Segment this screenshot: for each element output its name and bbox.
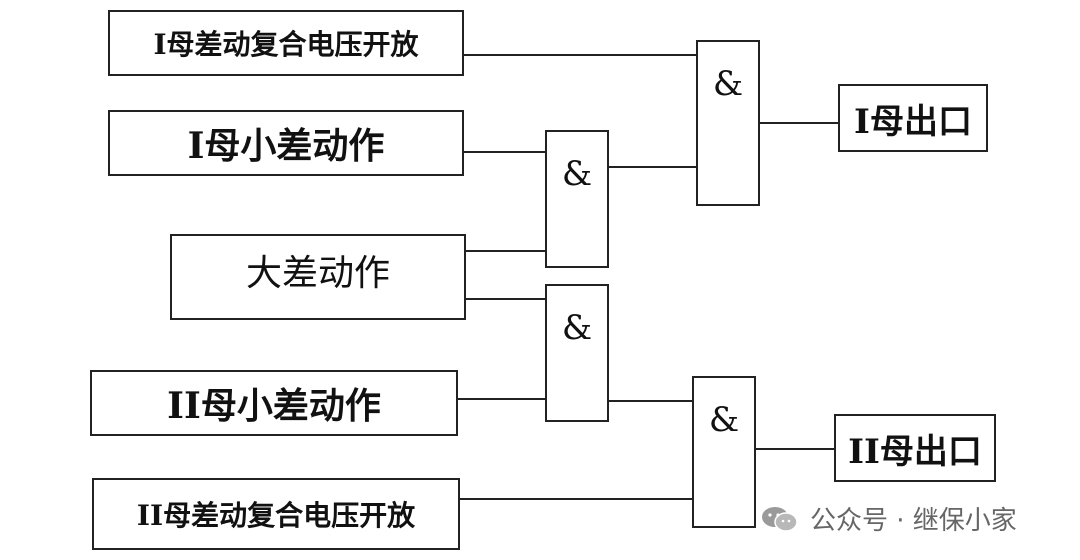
wire-large-diff-to-and-ii-small [466, 298, 545, 300]
wire-and-i-output-to-i-exit [760, 122, 838, 124]
wire-ii-voltage-to-and-ii-output [460, 498, 692, 500]
and-symbol: & [561, 308, 593, 348]
input-label: 大差动作 [245, 253, 390, 294]
input-ii-bus-voltage-open: II母差动复合电压开放 [92, 478, 460, 550]
wire-ii-small-to-and-ii-small [458, 398, 545, 400]
input-i-bus-small-diff: I母小差动作 [108, 110, 464, 176]
input-ii-bus-small-diff: II母小差动作 [90, 370, 458, 436]
watermark: 公众号 · 继保小家 [760, 500, 1017, 537]
and-gate-ii-output: & [692, 376, 756, 528]
watermark-text: 公众号 · 继保小家 [810, 506, 1017, 536]
input-label: I母差动复合电压开放 [153, 28, 419, 61]
input-i-bus-voltage-open: I母差动复合电压开放 [108, 10, 464, 76]
input-label: II母小差动作 [167, 385, 381, 427]
wire-i-small-to-and-i-small [464, 151, 545, 153]
wechat-icon [762, 506, 798, 532]
and-symbol: & [712, 64, 744, 104]
wire-large-diff-to-and-i-small [466, 250, 545, 252]
output-label: II母出口 [848, 431, 982, 472]
input-label: II母差动复合电压开放 [136, 499, 416, 532]
wire-and-i-small-to-and-i-output [609, 166, 696, 168]
wire-and-ii-small-to-and-ii-output [609, 400, 692, 402]
and-gate-i-small: & [545, 130, 609, 268]
input-label: I母小差动作 [187, 125, 385, 167]
and-symbol: & [561, 154, 593, 194]
and-symbol: & [708, 400, 740, 440]
output-i-bus-exit: I母出口 [838, 84, 988, 152]
wire-and-ii-output-to-ii-exit [756, 448, 834, 450]
input-large-diff: 大差动作 [170, 234, 466, 320]
wire-i-voltage-to-and-i-output [464, 54, 696, 56]
output-ii-bus-exit: II母出口 [834, 414, 996, 482]
and-gate-ii-small: & [545, 284, 609, 422]
and-gate-i-output: & [696, 40, 760, 206]
output-label: I母出口 [854, 101, 972, 142]
